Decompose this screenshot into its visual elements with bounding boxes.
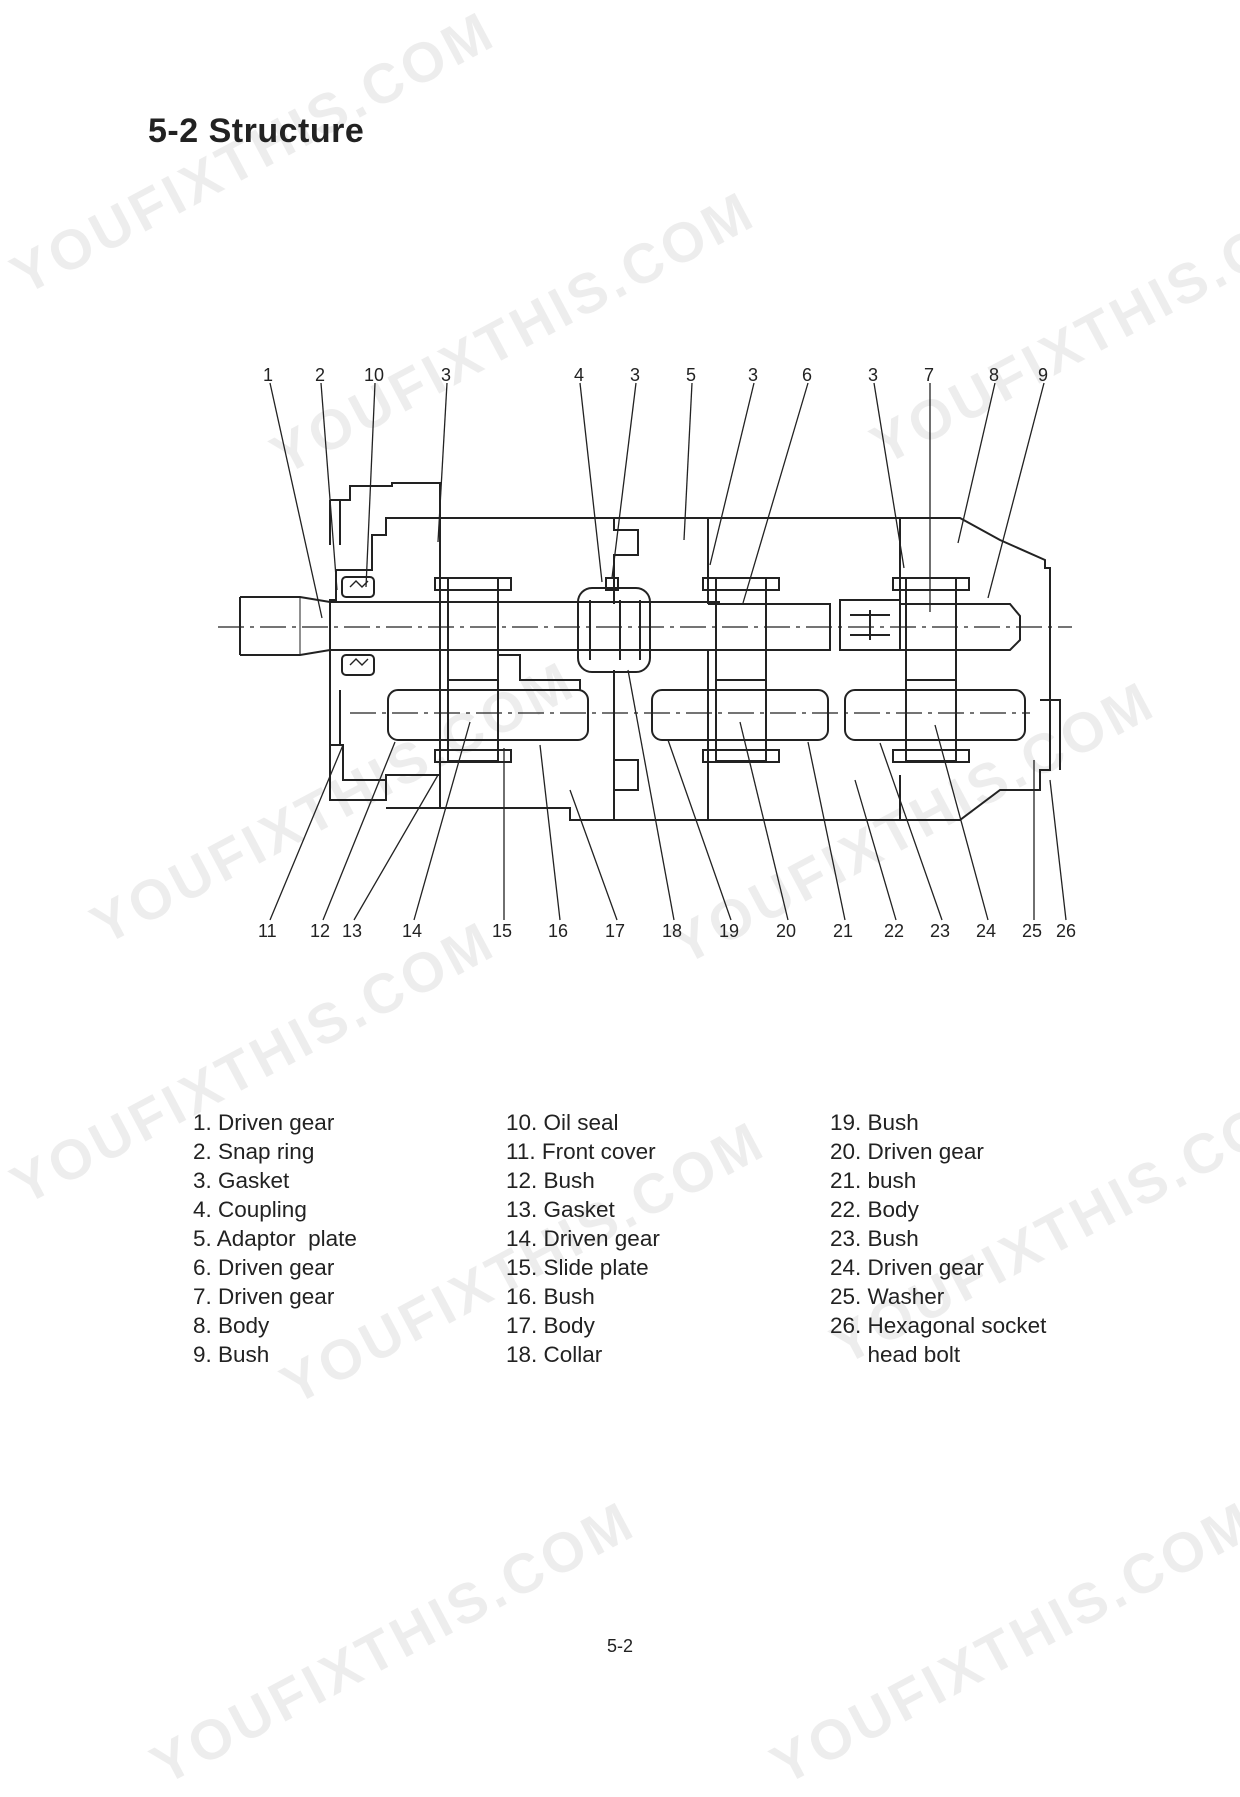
callout-8: 8 [989,365,999,385]
list-item: 25. Washer [830,1284,945,1309]
callout-14: 14 [402,921,422,941]
callout-5: 5 [686,365,696,385]
list-item: 18. Collar [506,1342,603,1367]
callout-19: 19 [719,921,739,941]
pump-structure-diagram: 1 2 10 3 4 3 5 3 6 3 7 8 9 11 12 13 14 1… [218,365,1076,941]
pump-cross-section [218,482,1072,821]
list-item: 22. Body [830,1197,919,1222]
callout-10: 10 [364,365,384,385]
list-item: 7. Driven gear [193,1284,335,1309]
callout-16: 16 [548,921,568,941]
callout-23: 23 [930,921,950,941]
parts-list-column-3: 19. Bush 20. Driven gear 21. bush 22. Bo… [830,1108,1046,1369]
list-item: 12. Bush [506,1168,595,1193]
list-item: 16. Bush [506,1284,595,1309]
callout-17: 17 [605,921,625,941]
list-item: 11. Front cover [506,1139,656,1164]
list-item: 19. Bush [830,1110,919,1135]
callout-12: 12 [310,921,330,941]
list-item: 6. Driven gear [193,1255,335,1280]
list-item: 2. Snap ring [193,1139,315,1164]
callout-3: 3 [868,365,878,385]
callout-25: 25 [1022,921,1042,941]
parts-list-column-1: 1. Driven gear 2. Snap ring 3. Gasket 4.… [193,1108,357,1369]
callout-2: 2 [315,365,325,385]
list-item: 26. Hexagonal socket [830,1313,1047,1338]
list-item: 15. Slide plate [506,1255,649,1280]
page-title: 5-2 Structure [148,112,365,150]
parts-list-column-2: 10. Oil seal 11. Front cover 12. Bush 13… [506,1108,660,1369]
callouts-bottom: 11 12 13 14 15 16 17 18 19 20 21 22 23 2… [258,921,1076,941]
callout-24: 24 [976,921,996,941]
list-item: 21. bush [830,1168,917,1193]
list-item: 13. Gasket [506,1197,615,1222]
callout-3: 3 [630,365,640,385]
list-item: 20. Driven gear [830,1139,984,1164]
list-item: 5. Adaptor plate [193,1226,357,1251]
callout-26: 26 [1056,921,1076,941]
callout-3: 3 [441,365,451,385]
callout-4: 4 [574,365,584,385]
leader-lines [269,382,1067,921]
callout-22: 22 [884,921,904,941]
callout-15: 15 [492,921,512,941]
callout-1: 1 [263,365,273,385]
callout-11: 11 [258,921,277,941]
callout-18: 18 [662,921,682,941]
callout-9: 9 [1038,365,1048,385]
callout-7: 7 [924,365,934,385]
callout-20: 20 [776,921,796,941]
list-item: 3. Gasket [193,1168,290,1193]
list-item: 14. Driven gear [506,1226,660,1251]
callout-3: 3 [748,365,758,385]
list-item: 8. Body [193,1313,270,1338]
callouts-top: 1 2 10 3 4 3 5 3 6 3 7 8 9 [263,365,1048,385]
list-item: 10. Oil seal [506,1110,619,1135]
list-item: 23. Bush [830,1226,919,1251]
page-number: 5-2 [606,1636,633,1656]
list-item: 24. Driven gear [830,1255,984,1280]
list-item: 1. Driven gear [193,1110,335,1135]
callout-6: 6 [802,365,812,385]
list-item: head bolt [830,1342,961,1367]
callout-21: 21 [833,921,853,941]
list-item: 9. Bush [193,1342,270,1367]
callout-13: 13 [342,921,362,941]
list-item: 17. Body [506,1313,595,1338]
list-item: 4. Coupling [193,1197,307,1222]
